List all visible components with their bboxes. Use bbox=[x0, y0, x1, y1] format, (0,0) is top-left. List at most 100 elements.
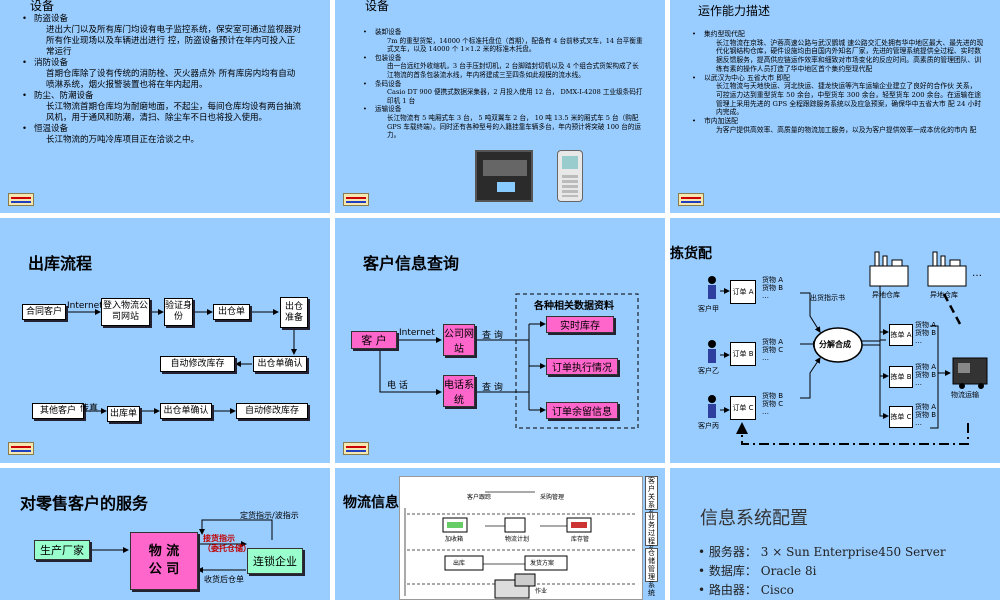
list-item: 防盗设备进出大门以及所有库门均设有电子监控系统，保安室可通过监视器对所有作业现场… bbox=[22, 14, 302, 58]
node-work: 作业 bbox=[535, 588, 548, 595]
realtime-stock-box: 实时库存 bbox=[546, 316, 614, 333]
service-arrows bbox=[90, 519, 273, 573]
order-status-box: 订单执行情况 bbox=[546, 358, 618, 375]
tab-warehouse[interactable]: 仓储管理系统 bbox=[645, 548, 658, 597]
slide-title: 设备 bbox=[30, 0, 55, 13]
node-purchase: 采购管理 bbox=[540, 494, 565, 501]
picking-diagram bbox=[708, 251, 988, 445]
order-remaining-box: 订单余留信息 bbox=[546, 402, 618, 419]
outbound-prepare-box: 出仓准备 bbox=[280, 297, 308, 328]
order-doc: 订单 C bbox=[730, 396, 756, 420]
flag-logo bbox=[343, 442, 369, 455]
transport-label: 物流运输 bbox=[951, 391, 979, 399]
slide-title: 拣货配 bbox=[670, 246, 712, 262]
chain-enterprise-box: 连锁企业 bbox=[247, 548, 303, 574]
warehouse-label: 异地仓库 bbox=[872, 291, 900, 299]
outbound-slip-box: 出库单 bbox=[107, 406, 140, 422]
system-diagram bbox=[404, 491, 635, 599]
center-label: 分解合成 bbox=[819, 340, 851, 349]
list-item: 以武汉为中心 五省大市 即配长江物流与天地快运、河北快运、捷龙快运等汽车运输企业… bbox=[692, 74, 984, 118]
order-instruction-label: 定货指示/波指示 bbox=[240, 511, 299, 520]
node-ship-plan: 发货方案 bbox=[530, 560, 555, 567]
slide-title: 信息系统配置 bbox=[700, 508, 808, 529]
fax-label: 传真 bbox=[80, 404, 99, 414]
order-doc: 订单 A bbox=[730, 280, 756, 304]
node-out: 出库 bbox=[453, 560, 466, 567]
node-plan: 物流计划 bbox=[505, 536, 530, 543]
order-confirm-box: 出仓单确认 bbox=[253, 356, 307, 372]
slide-security-equipment[interactable]: 设备 防盗设备进出大门以及所有库门均设有电子监控系统，保安室可通过监视器对所有作… bbox=[0, 0, 330, 213]
slide-title: 设备 bbox=[365, 0, 390, 13]
out-label: 出货指示书 bbox=[810, 294, 845, 302]
order-doc: 订单 B bbox=[730, 342, 756, 366]
person-icon bbox=[708, 276, 716, 299]
manufacturer-box: 生产厂家 bbox=[34, 540, 90, 560]
more-ellipsis: … bbox=[972, 268, 982, 279]
config-list: 服务器： 3 × Sun Enterprise450 Server 数据库： O… bbox=[698, 543, 988, 600]
flow-arrows bbox=[66, 309, 297, 414]
receive-instruction-label: 接货指示 （委托仓储） bbox=[203, 534, 251, 553]
phone-label: 电 话 bbox=[387, 381, 408, 391]
person-icon bbox=[708, 395, 716, 418]
node-receive: 加收箱 bbox=[445, 536, 464, 543]
company-website-box: 公司网站 bbox=[443, 324, 475, 356]
tab-crm[interactable]: 客户关系系统 bbox=[645, 476, 658, 525]
flag-logo bbox=[343, 193, 369, 206]
node-customer-track: 客户跟踪 bbox=[467, 494, 492, 501]
list-item: 服务器： 3 × Sun Enterprise450 Server bbox=[698, 543, 988, 562]
tab-business[interactable]: 业务过程系统 bbox=[645, 512, 658, 561]
other-customer-box: 其他客户 bbox=[32, 403, 84, 419]
pick-doc: 拣单 C bbox=[889, 406, 913, 428]
warehouse-icon bbox=[927, 251, 967, 287]
handheld-scanner-image bbox=[557, 150, 583, 202]
flag-logo bbox=[678, 193, 704, 206]
query-label-2: 查 询 bbox=[482, 383, 503, 393]
slide-retail-service[interactable]: 对零售客户的服务 生产厂家 物 流 公 司 连锁企业 定货指示/波指示 接货指示… bbox=[0, 468, 330, 600]
warehouse-icon bbox=[869, 251, 909, 287]
slide-customer-query[interactable]: 客户信息查询 客 户 Internet 电 话 公司网站 电话系统 查 询 查 … bbox=[335, 218, 665, 463]
list-item: 市内加送配为客户提供高效率、高质量的物流加工服务，以及为客户提供效率一成本优化的… bbox=[692, 117, 984, 134]
query-label: 查 询 bbox=[482, 331, 503, 341]
customer-label: 客户乙 bbox=[698, 367, 719, 375]
auto-update-stock-box-2: 自动修改库存 bbox=[236, 403, 308, 419]
node-stock: 库存管 bbox=[571, 536, 590, 543]
printer-image bbox=[475, 150, 533, 202]
internet-label: Internet bbox=[67, 301, 103, 311]
login-website-box: 登入物流公司网站 bbox=[101, 298, 150, 326]
slide-title: 出库流程 bbox=[28, 254, 93, 273]
pick-doc: 拣单 B bbox=[889, 366, 913, 388]
auto-update-stock-box: 自动修改库存 bbox=[160, 356, 235, 372]
person-icon bbox=[708, 340, 716, 363]
query-arrows bbox=[379, 293, 639, 429]
verify-identity-box: 验证身份 bbox=[164, 298, 193, 326]
slide-info-system-config[interactable]: 信息系统配置 服务器： 3 × Sun Enterprise450 Server… bbox=[670, 468, 1000, 600]
order-confirm-box-2: 出仓单确认 bbox=[160, 403, 212, 419]
customer-label: 客户甲 bbox=[698, 305, 719, 313]
internet-label: Internet bbox=[399, 328, 435, 338]
customer-label: 客户丙 bbox=[698, 422, 719, 430]
slide-picking-distribution[interactable]: 拣货配 客户甲 bbox=[670, 218, 1000, 463]
contract-customer-box: 合同客户 bbox=[22, 304, 66, 320]
slide-title: 客户信息查询 bbox=[363, 254, 460, 273]
logistics-company-box: 物 流 公 司 bbox=[130, 532, 198, 590]
slide-logistics-info-system[interactable]: 物流信息系统 客户跟踪 采购管理 加收箱 物流计划 库存管 出库 发货方案 作业… bbox=[335, 468, 665, 600]
slide-outbound-process[interactable]: 出库流程 合同客户 Internet 登入物流公司网站 验证身份 出仓单 出仓准… bbox=[0, 218, 330, 463]
slide-title: 运作能力描述 bbox=[698, 4, 771, 18]
pick-doc: 拣单 A bbox=[889, 324, 913, 346]
warehouse-label: 异地仓库 bbox=[930, 291, 958, 299]
flag-logo bbox=[8, 442, 34, 455]
